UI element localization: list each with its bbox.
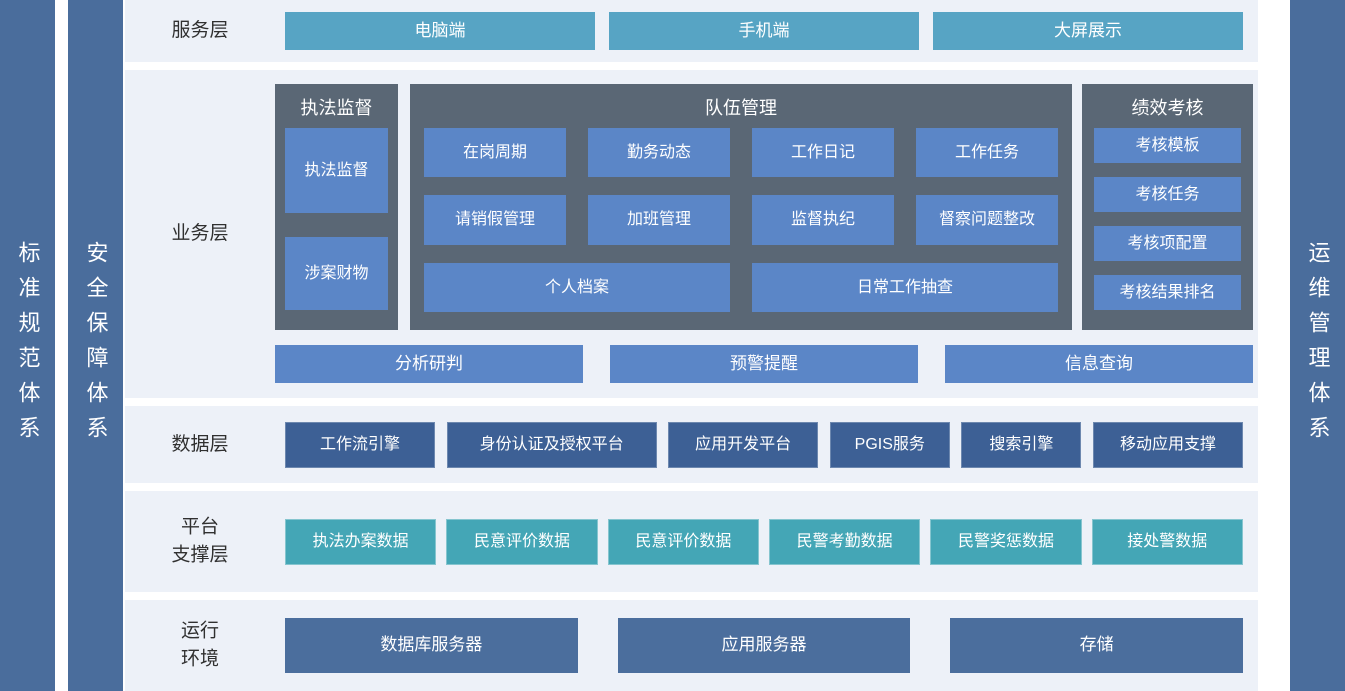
duty-status-module: 勤务动态 — [588, 128, 730, 178]
data-layer-band: 数据层 工作流引擎 身份认证及授权平台 应用开发平台 PGIS服务 搜索引擎 移… — [125, 406, 1258, 483]
standards-system-bar: 标准规范体系 — [0, 0, 55, 691]
info-query-module: 信息查询 — [945, 345, 1253, 383]
business-layer-bottom-row: 分析研判 预警提醒 信息查询 — [275, 345, 1253, 383]
assessment-result-ranking-module: 考核结果排名 — [1094, 275, 1241, 310]
data-layer-content: 工作流引擎 身份认证及授权平台 应用开发平台 PGIS服务 搜索引擎 移动应用支… — [275, 406, 1253, 483]
service-layer-content: 电脑端 手机端 大屏展示 — [275, 0, 1253, 62]
business-layer-groups: 执法监督 执法监督 涉案财物 队伍管理 在岗周期 勤务动态 工作日记 工作任务 … — [275, 84, 1253, 330]
app-dev-platform-node: 应用开发平台 — [668, 421, 819, 468]
law-supervision-group: 执法监督 执法监督 涉案财物 — [275, 84, 398, 330]
database-server-node: 数据库服务器 — [285, 618, 578, 673]
app-server-node: 应用服务器 — [617, 618, 911, 673]
performance-assessment-stack: 考核模板 考核任务 考核项配置 考核结果排名 — [1094, 128, 1241, 310]
runtime-layer-label-line1: 运行 — [180, 620, 219, 641]
operations-system-label: 运维管理体系 — [1305, 240, 1331, 451]
data-layer-label: 数据层 — [171, 433, 229, 455]
security-system-label: 安全保障体系 — [83, 240, 109, 451]
operations-system-bar: 运维管理体系 — [1290, 0, 1345, 691]
daily-work-spotcheck-module: 日常工作抽查 — [752, 262, 1058, 312]
police-reward-punishment-data-node: 民警奖惩数据 — [930, 518, 1082, 565]
runtime-layer-label-line2: 环境 — [180, 648, 219, 670]
assessment-template-module: 考核模板 — [1094, 128, 1241, 163]
alarm-handling-data-node: 接处警数据 — [1091, 518, 1243, 565]
team-management-grid: 在岗周期 勤务动态 工作日记 工作任务 请销假管理 加班管理 监督执纪 督察问题… — [424, 128, 1058, 312]
security-system-bar: 安全保障体系 — [68, 0, 123, 691]
service-layer-band: 服务层 电脑端 手机端 大屏展示 — [125, 0, 1258, 62]
public-opinion-data-node-1: 民意评价数据 — [446, 518, 598, 565]
leave-management-module: 请销假管理 — [424, 195, 566, 245]
analysis-judgment-module: 分析研判 — [275, 345, 583, 383]
work-task-module: 工作任务 — [916, 128, 1058, 178]
law-supervision-module: 执法监督 — [285, 128, 388, 213]
law-case-data-node: 执法办案数据 — [285, 518, 437, 565]
pgis-service-node: PGIS服务 — [829, 421, 950, 468]
runtime-layer-band: 运行 环境 数据库服务器 应用服务器 存储 — [125, 600, 1258, 691]
performance-assessment-group: 绩效考核 考核模板 考核任务 考核项配置 考核结果排名 — [1082, 84, 1253, 330]
mobile-client-node: 手机端 — [609, 12, 919, 50]
assessment-item-config-module: 考核项配置 — [1094, 226, 1241, 261]
law-supervision-group-title: 执法监督 — [300, 98, 373, 118]
personal-archive-module: 个人档案 — [424, 262, 730, 312]
duty-cycle-module: 在岗周期 — [424, 128, 566, 178]
platform-layer-band: 平台 支撑层 执法办案数据 民意评价数据 民意评价数据 民警考勤数据 民警奖惩数… — [125, 491, 1258, 592]
overtime-management-module: 加班管理 — [588, 195, 730, 245]
team-management-group-title: 队伍管理 — [705, 98, 777, 118]
workflow-engine-node: 工作流引擎 — [285, 421, 435, 468]
big-screen-display-node: 大屏展示 — [933, 12, 1243, 50]
standards-system-label: 标准规范体系 — [15, 240, 41, 451]
work-diary-module: 工作日记 — [752, 128, 894, 178]
platform-layer-content: 执法办案数据 民意评价数据 民意评价数据 民警考勤数据 民警奖惩数据 接处警数据 — [275, 491, 1253, 592]
inspection-rectification-module: 督察问题整改 — [916, 195, 1058, 245]
storage-node: 存储 — [950, 618, 1244, 673]
identity-auth-platform-node: 身份认证及授权平台 — [446, 421, 657, 468]
platform-layer-label-line2: 支撑层 — [171, 544, 229, 566]
team-management-group: 队伍管理 在岗周期 勤务动态 工作日记 工作任务 请销假管理 加班管理 监督执纪… — [410, 84, 1072, 330]
search-engine-node: 搜索引擎 — [961, 421, 1082, 468]
assessment-task-module: 考核任务 — [1094, 177, 1241, 212]
platform-layer-label: 平台 支撑层 — [133, 513, 267, 570]
service-layer-label: 服务层 — [171, 19, 229, 41]
mobile-app-support-node: 移动应用支撑 — [1092, 421, 1243, 468]
warning-reminder-module: 预警提醒 — [610, 345, 918, 383]
public-opinion-data-node-2: 民意评价数据 — [607, 518, 759, 565]
supervision-discipline-module: 监督执纪 — [752, 195, 894, 245]
performance-assessment-group-title: 绩效考核 — [1131, 98, 1204, 118]
runtime-layer-label: 运行 环境 — [133, 617, 267, 674]
business-layer-band: 业务层 执法监督 执法监督 涉案财物 队伍管理 在岗周期 勤务动态 工作日记 工… — [125, 70, 1258, 398]
involved-property-module: 涉案财物 — [285, 237, 388, 310]
business-layer-label: 业务层 — [171, 222, 229, 244]
police-attendance-data-node: 民警考勤数据 — [768, 518, 921, 565]
runtime-layer-content: 数据库服务器 应用服务器 存储 — [275, 600, 1253, 691]
pc-client-node: 电脑端 — [285, 12, 595, 50]
platform-layer-label-line1: 平台 — [180, 516, 219, 537]
